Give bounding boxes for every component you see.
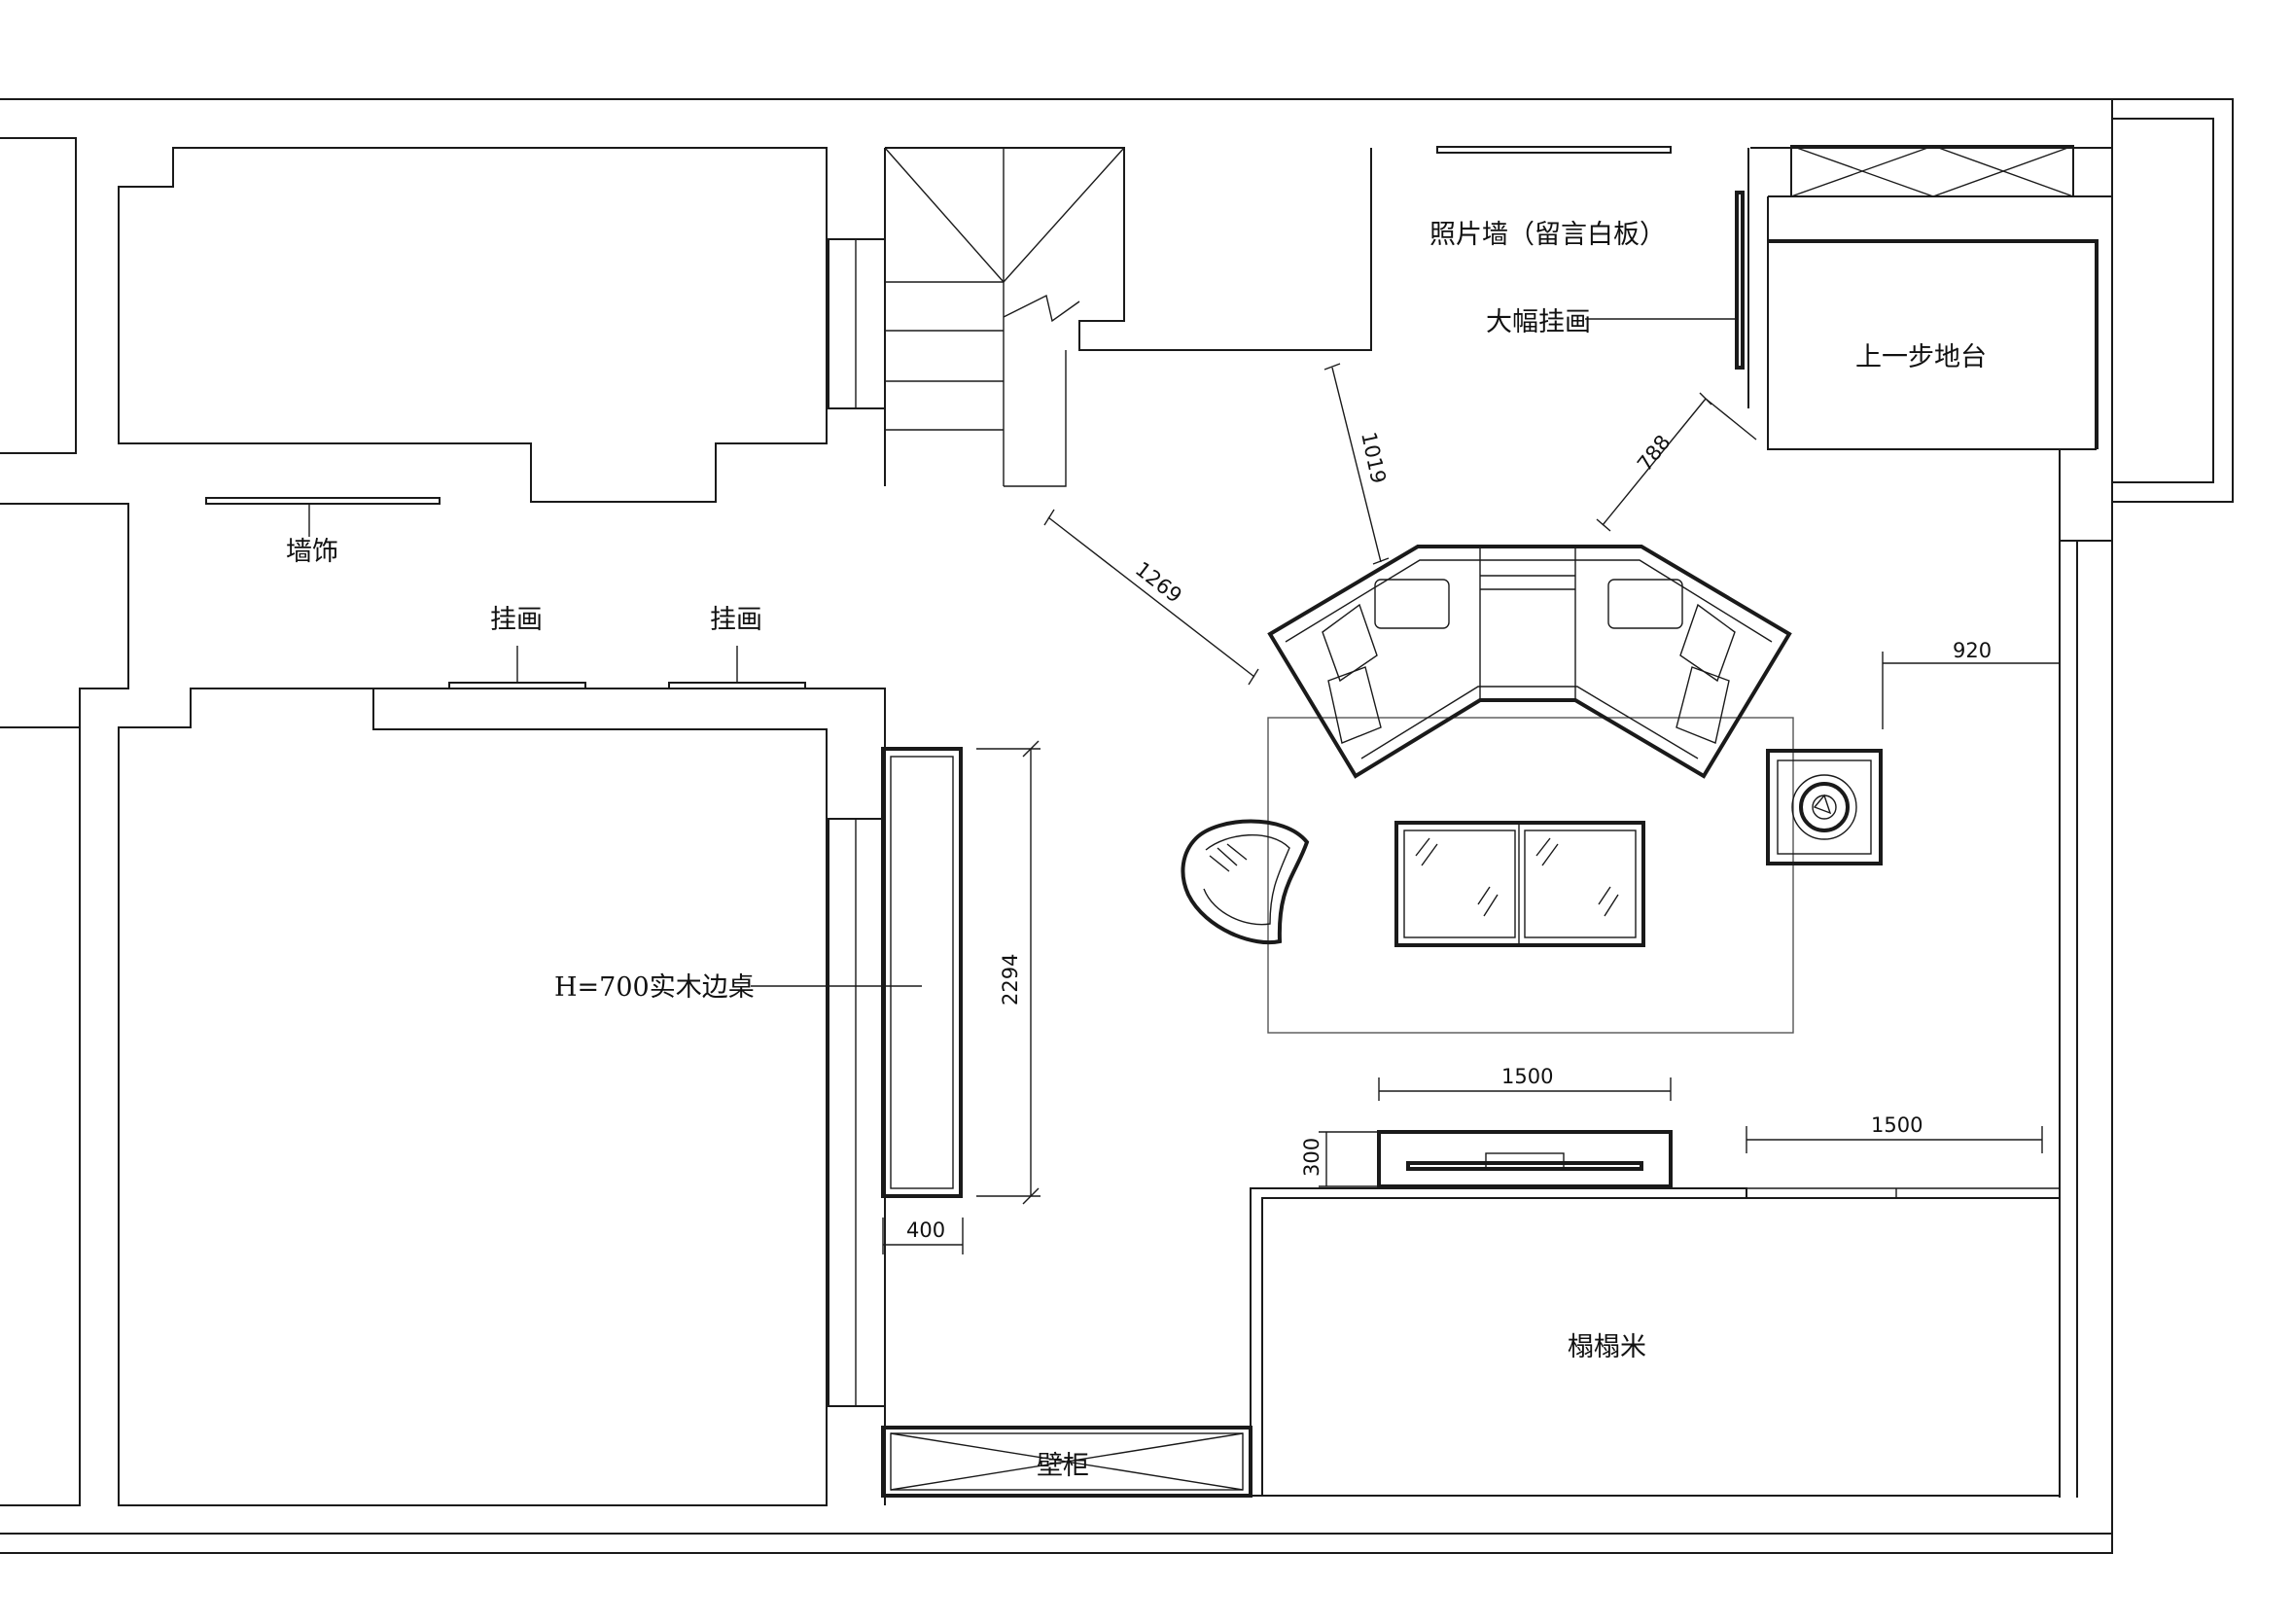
label-wall-decor: 墙饰 [286,537,338,567]
label-photo-wall: 照片墙（留言白板） [1429,220,1666,250]
staircase [884,147,1372,487]
dim-400: 400 [906,1218,945,1242]
label-painting-left: 挂画 [490,605,543,635]
raised-platform [1747,145,2112,1498]
label-raised-platform: 上一步地台 [1855,342,1987,372]
exterior-walls [0,98,2234,1554]
label-side-table: H=700实木边桌 [554,972,755,1003]
wall-items [205,146,1745,689]
dim-1500-right: 1500 [1871,1113,1923,1137]
label-wall-cabinet: 壁柜 [1037,1451,1089,1481]
side-table [751,747,963,1198]
door-jambs [828,238,886,1407]
lamp-side-stand [1766,749,1883,865]
upper-left-room [118,147,828,503]
sectional-sofa [1267,545,1792,779]
rug [1267,717,1794,1034]
coffee-table [1394,821,1645,947]
dimension-lines [882,363,2060,1254]
lower-left-room [118,688,886,1506]
label-painting-right: 挂画 [710,605,762,635]
dim-788: 788 [1633,431,1676,476]
tatami-area [1250,1187,2060,1497]
dim-1500-tv: 1500 [1501,1065,1553,1088]
label-large-painting: 大幅挂画 [1486,307,1591,337]
photo-wall-board [1436,146,1672,154]
large-painting-panel [1735,191,1745,370]
lounge-chair [1181,819,1310,945]
label-tatami: 榻榻米 [1568,1332,1646,1362]
left-strip-wall [0,137,129,1506]
dim-920: 920 [1953,639,1992,662]
dim-1269: 1269 [1131,557,1186,608]
painting-right-panel [668,682,806,689]
painting-left-panel [448,682,586,689]
dim-300: 300 [1300,1138,1323,1177]
tv-cabinet [1377,1130,1673,1188]
wall-decor-panel [205,497,441,505]
dim-1019: 1019 [1357,430,1391,485]
dim-2294: 2294 [999,954,1022,1006]
